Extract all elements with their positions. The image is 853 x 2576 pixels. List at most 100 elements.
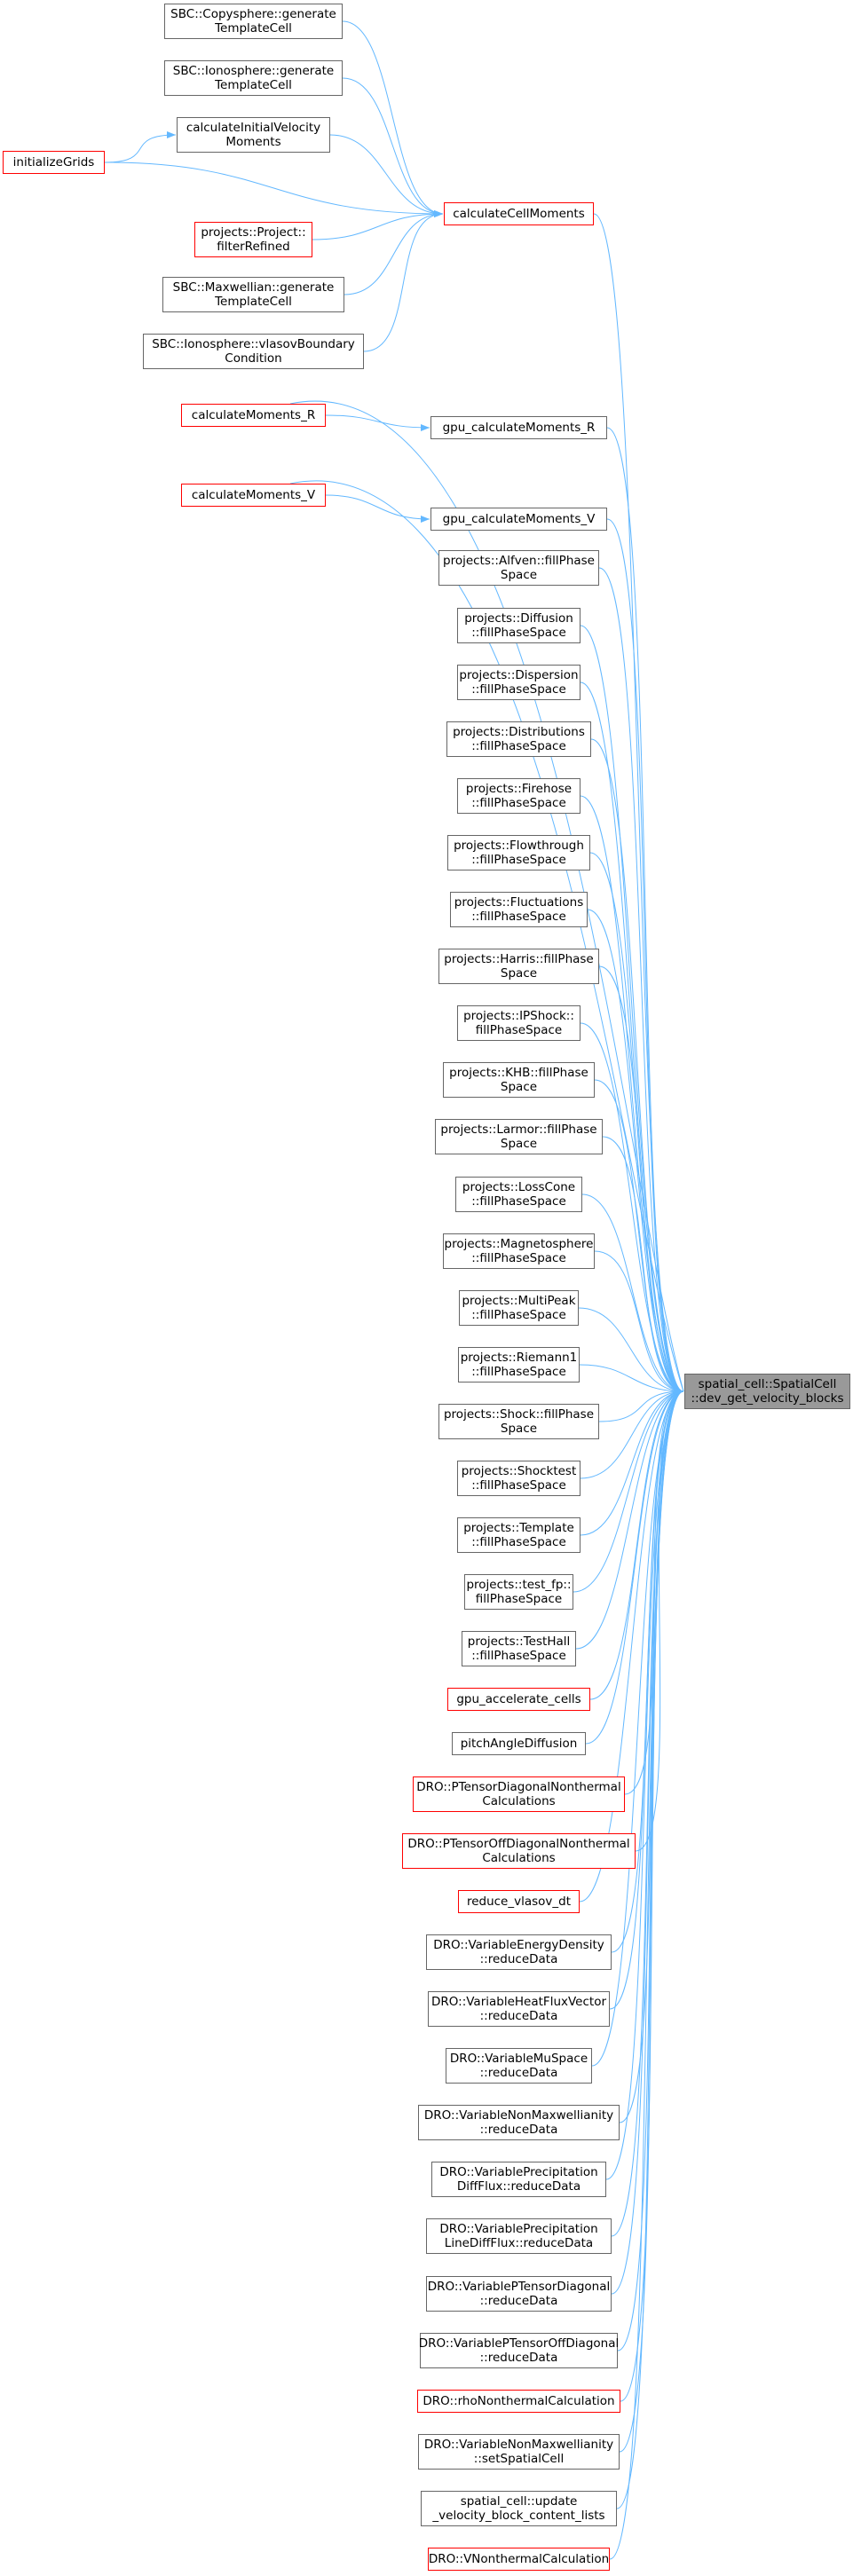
node-label-line: ::fillPhaseSpace — [471, 682, 566, 697]
node-label-line: projects::Shocktest — [461, 1464, 577, 1478]
node-label-line: Calculations — [482, 1851, 556, 1865]
call-edge — [573, 1390, 684, 1593]
node-label-line: projects::Harris::fillPhase — [444, 952, 594, 966]
node-gpu-calculatemoments-r[interactable]: gpu_calculateMoments_R — [430, 416, 607, 439]
node-label-line: filterRefined — [217, 240, 290, 254]
node-dro-variablemuspace-reducedata[interactable]: DRO::VariableMuSpace::reduceData — [446, 2048, 592, 2084]
call-edge — [575, 1390, 684, 1650]
call-edge — [591, 1390, 684, 2067]
node-spatial-cell-update-velocity-block-content-lists[interactable]: spatial_cell::update_velocity_block_cont… — [421, 2491, 617, 2526]
node-dro-rhononthermalcalculation[interactable]: DRO::rhoNonthermalCalculation — [417, 2390, 620, 2413]
node-label-line: LineDiffFlux::reduceData — [444, 2236, 594, 2250]
node-dro-vnonthermalcalculation[interactable]: DRO::VNonthermalCalculation — [428, 2548, 610, 2571]
node-label-line: fillPhaseSpace — [475, 1592, 563, 1606]
node-projects-testhall-fillphasespace[interactable]: projects::TestHall::fillPhaseSpace — [462, 1631, 576, 1666]
call-edge — [580, 625, 684, 1392]
node-label-line: ::fillPhaseSpace — [471, 853, 566, 867]
node-label-line: spatial_cell::SpatialCell — [698, 1377, 837, 1391]
call-edge — [312, 213, 444, 240]
call-edge — [104, 161, 444, 215]
call-edge — [594, 1079, 684, 1392]
node-projects-diffusion-fillphasespace[interactable]: projects::Diffusion::fillPhaseSpace — [457, 608, 581, 643]
node-label-line: projects::Dispersion — [459, 668, 579, 682]
node-dro-variableheatfluxvector-reducedata[interactable]: DRO::VariableHeatFluxVector::reduceData — [428, 1991, 610, 2027]
call-edge — [617, 1390, 684, 2351]
node-projects-magnetosphere-fillphasespace[interactable]: projects::Magnetosphere::fillPhaseSpace — [443, 1233, 595, 1269]
node-projects-dispersion-fillphasespace[interactable]: projects::Dispersion::fillPhaseSpace — [457, 665, 581, 700]
node-label-line: DRO::PTensorDiagonalNonthermal — [416, 1780, 621, 1794]
call-edge — [342, 20, 444, 215]
node-projects-shocktest-fillphasespace[interactable]: projects::Shocktest::fillPhaseSpace — [457, 1461, 581, 1496]
node-label-line: ::fillPhaseSpace — [471, 1308, 566, 1322]
node-projects-losscone-fillphasespace[interactable]: projects::LossCone::fillPhaseSpace — [455, 1177, 582, 1212]
node-label-line: reduce_vlasov_dt — [466, 1895, 572, 1909]
call-edge — [344, 213, 444, 295]
call-edge — [580, 1022, 684, 1392]
node-projects-firehose-fillphasespace[interactable]: projects::Firehose::fillPhaseSpace — [457, 778, 581, 814]
node-pitchanglediffusion[interactable]: pitchAngleDiffusion — [452, 1732, 586, 1755]
node-label-line: pitchAngleDiffusion — [460, 1737, 578, 1751]
node-projects-ipshock-fillphasespace[interactable]: projects::IPShock::fillPhaseSpace — [457, 1005, 581, 1041]
node-label-line: projects::MultiPeak — [462, 1294, 576, 1308]
node-projects-distributions-fillphasespace[interactable]: projects::Distributions::fillPhaseSpace — [446, 721, 591, 757]
call-edge — [579, 1364, 684, 1392]
node-calculatemoments-r[interactable]: calculateMoments_R — [181, 404, 326, 427]
node-gpu-accelerate-cells[interactable]: gpu_accelerate_cells — [447, 1688, 590, 1711]
node-projects-test-fp-fillphasespace[interactable]: projects::test_fp::fillPhaseSpace — [464, 1574, 573, 1610]
node-projects-project-filterrefined[interactable]: projects::Project::filterRefined — [194, 222, 312, 257]
edge-arrowhead — [421, 424, 430, 431]
node-label-line: projects::Project:: — [201, 225, 306, 240]
call-edge — [325, 414, 430, 429]
call-edge — [611, 1390, 684, 2237]
node-label-line: spatial_cell::update — [460, 2494, 578, 2509]
node-projects-riemann1-fillphasespace[interactable]: projects::Riemann1::fillPhaseSpace — [458, 1347, 580, 1383]
call-edge — [580, 1390, 684, 1479]
node-dro-variablenonmaxwellianity-reducedata[interactable]: DRO::VariableNonMaxwellianity::reduceDat… — [418, 2105, 620, 2140]
node-label-line: projects::IPShock:: — [463, 1009, 574, 1023]
call-edge — [342, 77, 444, 215]
node-projects-template-fillphasespace[interactable]: projects::Template::fillPhaseSpace — [457, 1517, 581, 1553]
node-projects-fluctuations-fillphasespace[interactable]: projects::Fluctuations::fillPhaseSpace — [450, 892, 588, 927]
node-label-line: DRO::rhoNonthermalCalculation — [423, 2394, 615, 2408]
call-edge — [598, 567, 684, 1392]
node-dro-variableptensoroffdiagonal-reducedata[interactable]: DRO::VariablePTensorOffDiagonal::reduceD… — [419, 2333, 619, 2368]
node-reduce-vlasov-dt[interactable]: reduce_vlasov_dt — [458, 1890, 580, 1913]
node-calculatecellmoments[interactable]: calculateCellMoments — [444, 202, 594, 225]
call-edge — [605, 1390, 684, 2180]
node-dro-variableenergydensity-reducedata[interactable]: DRO::VariableEnergyDensity::reduceData — [426, 1934, 612, 1970]
node-calculatemoments-v[interactable]: calculateMoments_V — [181, 484, 326, 507]
node-label-line: projects::LossCone — [462, 1180, 576, 1194]
node-dro-variableptensordiagonal-reducedata[interactable]: DRO::VariablePTensorDiagonal::reduceData — [426, 2276, 612, 2312]
node-projects-flowthrough-fillphasespace[interactable]: projects::Flowthrough::fillPhaseSpace — [447, 835, 590, 870]
call-edge — [363, 213, 444, 352]
node-initializegrids[interactable]: initializeGrids — [3, 151, 105, 174]
node-projects-multipeak-fillphasespace[interactable]: projects::MultiPeak::fillPhaseSpace — [459, 1290, 579, 1326]
node-label-line: SBC::Maxwellian::generate — [172, 280, 335, 295]
node-label-line: projects::Riemann1 — [460, 1351, 578, 1365]
call-edge — [590, 738, 684, 1392]
node-gpu-calculatemoments-v[interactable]: gpu_calculateMoments_V — [430, 508, 607, 531]
node-dro-variablenonmaxwellianity-setspatialcell[interactable]: DRO::VariableNonMaxwellianity::setSpatia… — [418, 2434, 620, 2470]
node-label-line: projects::Diffusion — [464, 611, 573, 626]
node-label-line: initializeGrids — [12, 155, 95, 169]
node-label-line: Condition — [225, 351, 282, 366]
node-label-line: _velocity_block_content_lists — [432, 2509, 605, 2523]
node-label-line: ::reduceData — [479, 2123, 558, 2137]
edge-arrowhead — [421, 516, 430, 523]
node-label-line: Space — [500, 1137, 538, 1151]
